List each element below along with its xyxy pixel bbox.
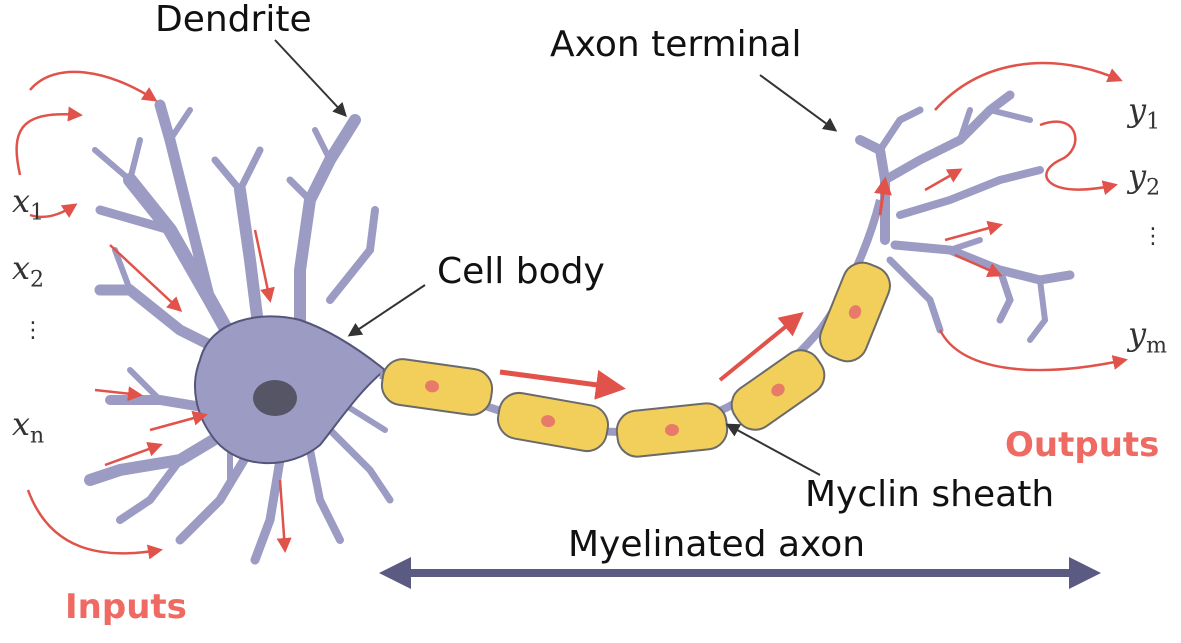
output-y1: y1 <box>1128 91 1161 135</box>
inputs-label: Inputs <box>65 587 187 627</box>
cell-body-label: Cell body <box>437 251 605 292</box>
nucleus <box>253 380 297 416</box>
myelin-sheath-label: Myclin sheath <box>805 474 1055 515</box>
output-signal-arrows <box>499 61 1128 400</box>
myelinated-axon-label: Myelinated axon <box>568 524 866 565</box>
dendrite-label: Dendrite <box>155 0 312 40</box>
output-ellipsis: ⋮ <box>1142 224 1164 249</box>
input-ellipsis: ⋮ <box>22 318 44 343</box>
dendrites <box>84 99 394 565</box>
output-y2: y2 <box>1128 157 1161 201</box>
axon-terminal-label: Axon terminal <box>550 24 802 65</box>
input-xn: xn <box>12 405 45 449</box>
outputs-label: Outputs <box>1005 425 1160 465</box>
myelin-sheath-segments <box>380 261 891 458</box>
input-signal-arrows <box>15 70 292 560</box>
output-ym: ym <box>1128 315 1167 359</box>
label-pointers <box>274 39 838 476</box>
axon-terminal-branches <box>855 90 1075 343</box>
input-x2: x2 <box>12 249 45 293</box>
input-x1: x1 <box>12 182 45 226</box>
